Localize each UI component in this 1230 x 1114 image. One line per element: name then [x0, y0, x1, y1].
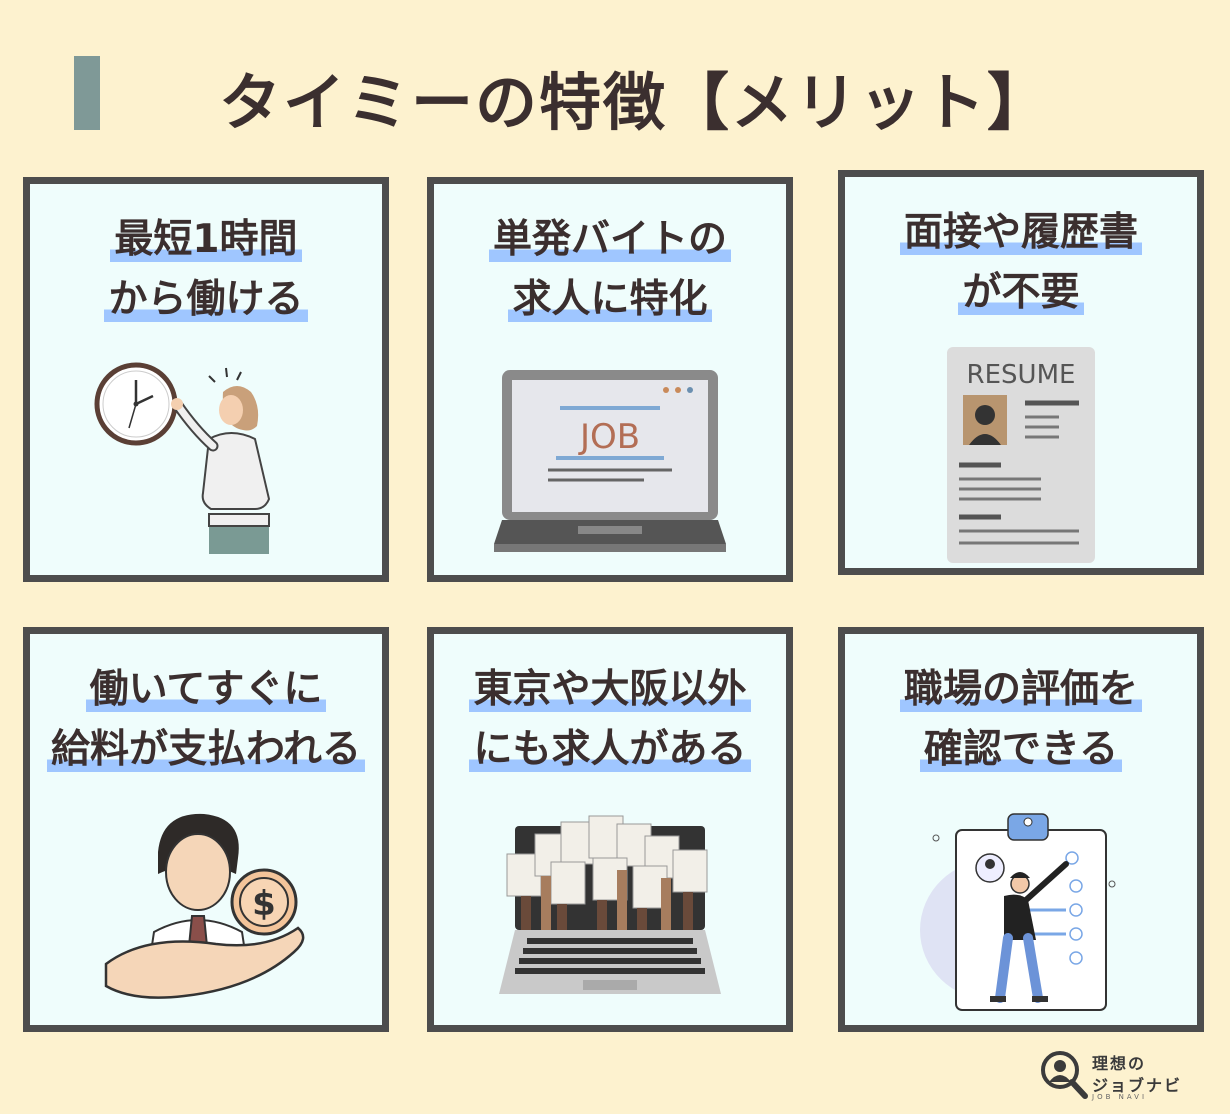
page-title: タイミーの特徴【メリット】: [218, 66, 1051, 139]
card-heading-line1: 職場の評価を: [899, 667, 1142, 712]
salary-hand-illustration: $: [104, 813, 305, 999]
logo-text-line3: JOB NAVI: [1092, 1093, 1148, 1101]
feature-card-instant-pay: 働いてすぐに 給料が支払われる $: [23, 627, 389, 1032]
job-screen-text: JOB: [578, 417, 640, 457]
card-heading: 面接や履歴書 が不要: [845, 203, 1197, 323]
clock-woman-illustration: [94, 362, 271, 554]
clock-icon: [94, 362, 178, 446]
card-heading-line2: が不要: [958, 270, 1084, 315]
feature-card-reviews: 職場の評価を 確認できる: [838, 627, 1204, 1032]
card-heading-line2: 給料が支払われる: [46, 727, 366, 772]
card-heading-line1: 単発バイトの: [488, 217, 731, 262]
card-heading: 単発バイトの 求人に特化: [434, 210, 786, 330]
card-heading-line2: 求人に特化: [508, 277, 712, 322]
feature-card-single-jobs: 単発バイトの 求人に特化 JOB: [427, 177, 793, 582]
logo-text-line1: 理想の: [1092, 1054, 1147, 1073]
card-heading-line1: 働いてすぐに: [85, 667, 327, 712]
card-heading: 職場の評価を 確認できる: [845, 660, 1197, 780]
magnifier-person-icon: [1041, 1051, 1088, 1099]
card-heading-line1: 面接や履歴書: [899, 210, 1142, 255]
card-heading: 東京や大阪以外 にも求人がある: [434, 660, 786, 780]
resume-illustration: RESUME: [947, 347, 1095, 563]
svg-text:$: $: [252, 884, 276, 924]
checklist-review-illustration: [920, 813, 1116, 1011]
laptop-many-jobs-illustration: [499, 815, 721, 994]
logo-text-line2: ジョブナビ: [1092, 1076, 1183, 1095]
feature-card-short-hours: 最短1時間 から働ける: [23, 177, 389, 582]
card-heading-line2: から働ける: [104, 277, 308, 322]
feature-card-nationwide: 東京や大阪以外 にも求人がある: [427, 627, 793, 1032]
card-heading: 働いてすぐに 給料が支払われる: [30, 660, 382, 780]
woman-icon: [171, 367, 271, 554]
card-heading-line2: 確認できる: [919, 727, 1123, 772]
brand-logo: 理想の ジョブナビ JOB NAVI: [1040, 1048, 1200, 1104]
card-heading: 最短1時間 から働ける: [30, 210, 382, 330]
laptop-job-illustration: JOB: [494, 370, 726, 552]
card-heading-line2: にも求人がある: [469, 727, 751, 772]
title-accent-bar: [74, 56, 100, 130]
card-heading-line1: 東京や大阪以外: [469, 667, 751, 712]
resume-title-text: RESUME: [967, 360, 1076, 390]
feature-card-no-interview: 面接や履歴書 が不要 RESUME: [838, 170, 1204, 575]
card-heading-line1: 最短1時間: [110, 217, 302, 262]
